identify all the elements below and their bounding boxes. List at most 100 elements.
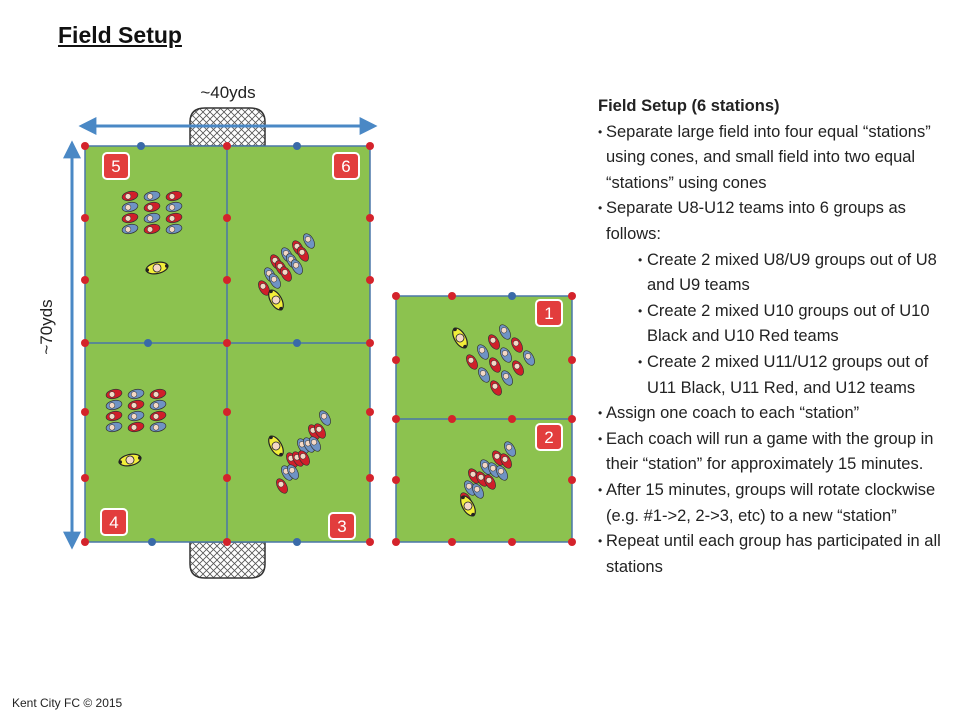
cone (568, 292, 576, 300)
cone (568, 415, 576, 423)
player-marker (105, 421, 123, 433)
player-marker (269, 273, 281, 289)
cone (366, 142, 374, 150)
player-marker (149, 388, 167, 400)
cone (392, 356, 400, 364)
cone (81, 142, 89, 150)
page-title: Field Setup (58, 22, 182, 48)
coach-marker (452, 327, 468, 349)
player-marker (511, 337, 523, 353)
cone (392, 292, 400, 300)
cone (223, 474, 231, 482)
cone (81, 276, 89, 284)
player-marker (492, 450, 504, 466)
player-marker (143, 223, 161, 235)
cone (293, 142, 301, 150)
player-marker (165, 223, 183, 235)
copyright-footer: Kent City FC © 2015 (12, 696, 123, 710)
cone (392, 476, 400, 484)
cone (366, 474, 374, 482)
player-marker (488, 462, 500, 478)
player-marker (149, 399, 167, 411)
player-marker (258, 280, 270, 296)
cone (448, 292, 456, 300)
cone (223, 339, 231, 347)
player-marker (488, 334, 500, 350)
cone (223, 538, 231, 546)
cone (293, 339, 301, 347)
player-marker (149, 421, 167, 433)
coach-marker (268, 289, 284, 311)
player-marker (165, 212, 183, 224)
player-marker (309, 436, 321, 452)
player-marker (500, 453, 512, 469)
cone (392, 538, 400, 546)
player-marker (314, 423, 326, 439)
coach-marker (268, 435, 284, 457)
station-number: 1 (544, 304, 553, 323)
station-badge-1: 1 (535, 299, 563, 327)
cone (568, 538, 576, 546)
station-number: 6 (341, 157, 350, 176)
cones-layer (81, 142, 576, 546)
cone (568, 476, 576, 484)
cone (508, 415, 516, 423)
players-layer (105, 190, 535, 517)
player-marker (500, 347, 512, 363)
station-badge-5: 5 (102, 152, 130, 180)
cone (366, 538, 374, 546)
player-marker (143, 201, 161, 213)
player-marker (105, 410, 123, 422)
player-marker (523, 350, 535, 366)
instruction-item: Separate U8-U12 teams into 6 groups as f… (598, 196, 948, 247)
player-marker (477, 344, 489, 360)
cone (366, 276, 374, 284)
player-marker (276, 478, 288, 494)
player-marker (121, 223, 139, 235)
player-marker (478, 367, 490, 383)
player-marker (127, 421, 145, 433)
cone (81, 214, 89, 222)
cone (392, 415, 400, 423)
instruction-subitem: Create 2 mixed U11/U12 groups out of U11… (638, 350, 948, 401)
player-marker (165, 190, 183, 202)
cone (81, 474, 89, 482)
cone (148, 538, 156, 546)
player-marker (105, 399, 123, 411)
player-marker (464, 480, 476, 496)
player-marker (489, 357, 501, 373)
station-badge-6: 6 (332, 152, 360, 180)
player-marker (105, 388, 123, 400)
cone (366, 408, 374, 416)
cone (81, 339, 89, 347)
station-number: 3 (337, 517, 346, 536)
player-marker (504, 441, 516, 457)
player-marker (490, 380, 502, 396)
instructions-heading: Field Setup (6 stations) (598, 97, 780, 115)
player-marker (480, 459, 492, 475)
instruction-item: Each coach will run a game with the grou… (598, 427, 948, 478)
cone (223, 276, 231, 284)
instruction-item: Separate large field into four equal “st… (598, 120, 948, 197)
cone (508, 292, 516, 300)
instruction-subitem: Create 2 mixed U10 groups out of U10 Bla… (638, 299, 948, 350)
player-marker (143, 212, 161, 224)
cone (568, 356, 576, 364)
player-marker (512, 360, 524, 376)
bottom-goal (189, 541, 266, 579)
player-marker (298, 450, 310, 466)
player-marker (303, 233, 315, 249)
player-marker (143, 190, 161, 202)
coach-marker (118, 453, 142, 467)
cone (137, 142, 145, 150)
player-marker (499, 324, 511, 340)
player-marker (121, 201, 139, 213)
player-marker (149, 410, 167, 422)
small-field (395, 295, 573, 543)
cone (508, 538, 516, 546)
player-marker (496, 465, 508, 481)
station-badge-2: 2 (535, 423, 563, 451)
instruction-item: After 15 minutes, groups will rotate clo… (598, 478, 948, 529)
